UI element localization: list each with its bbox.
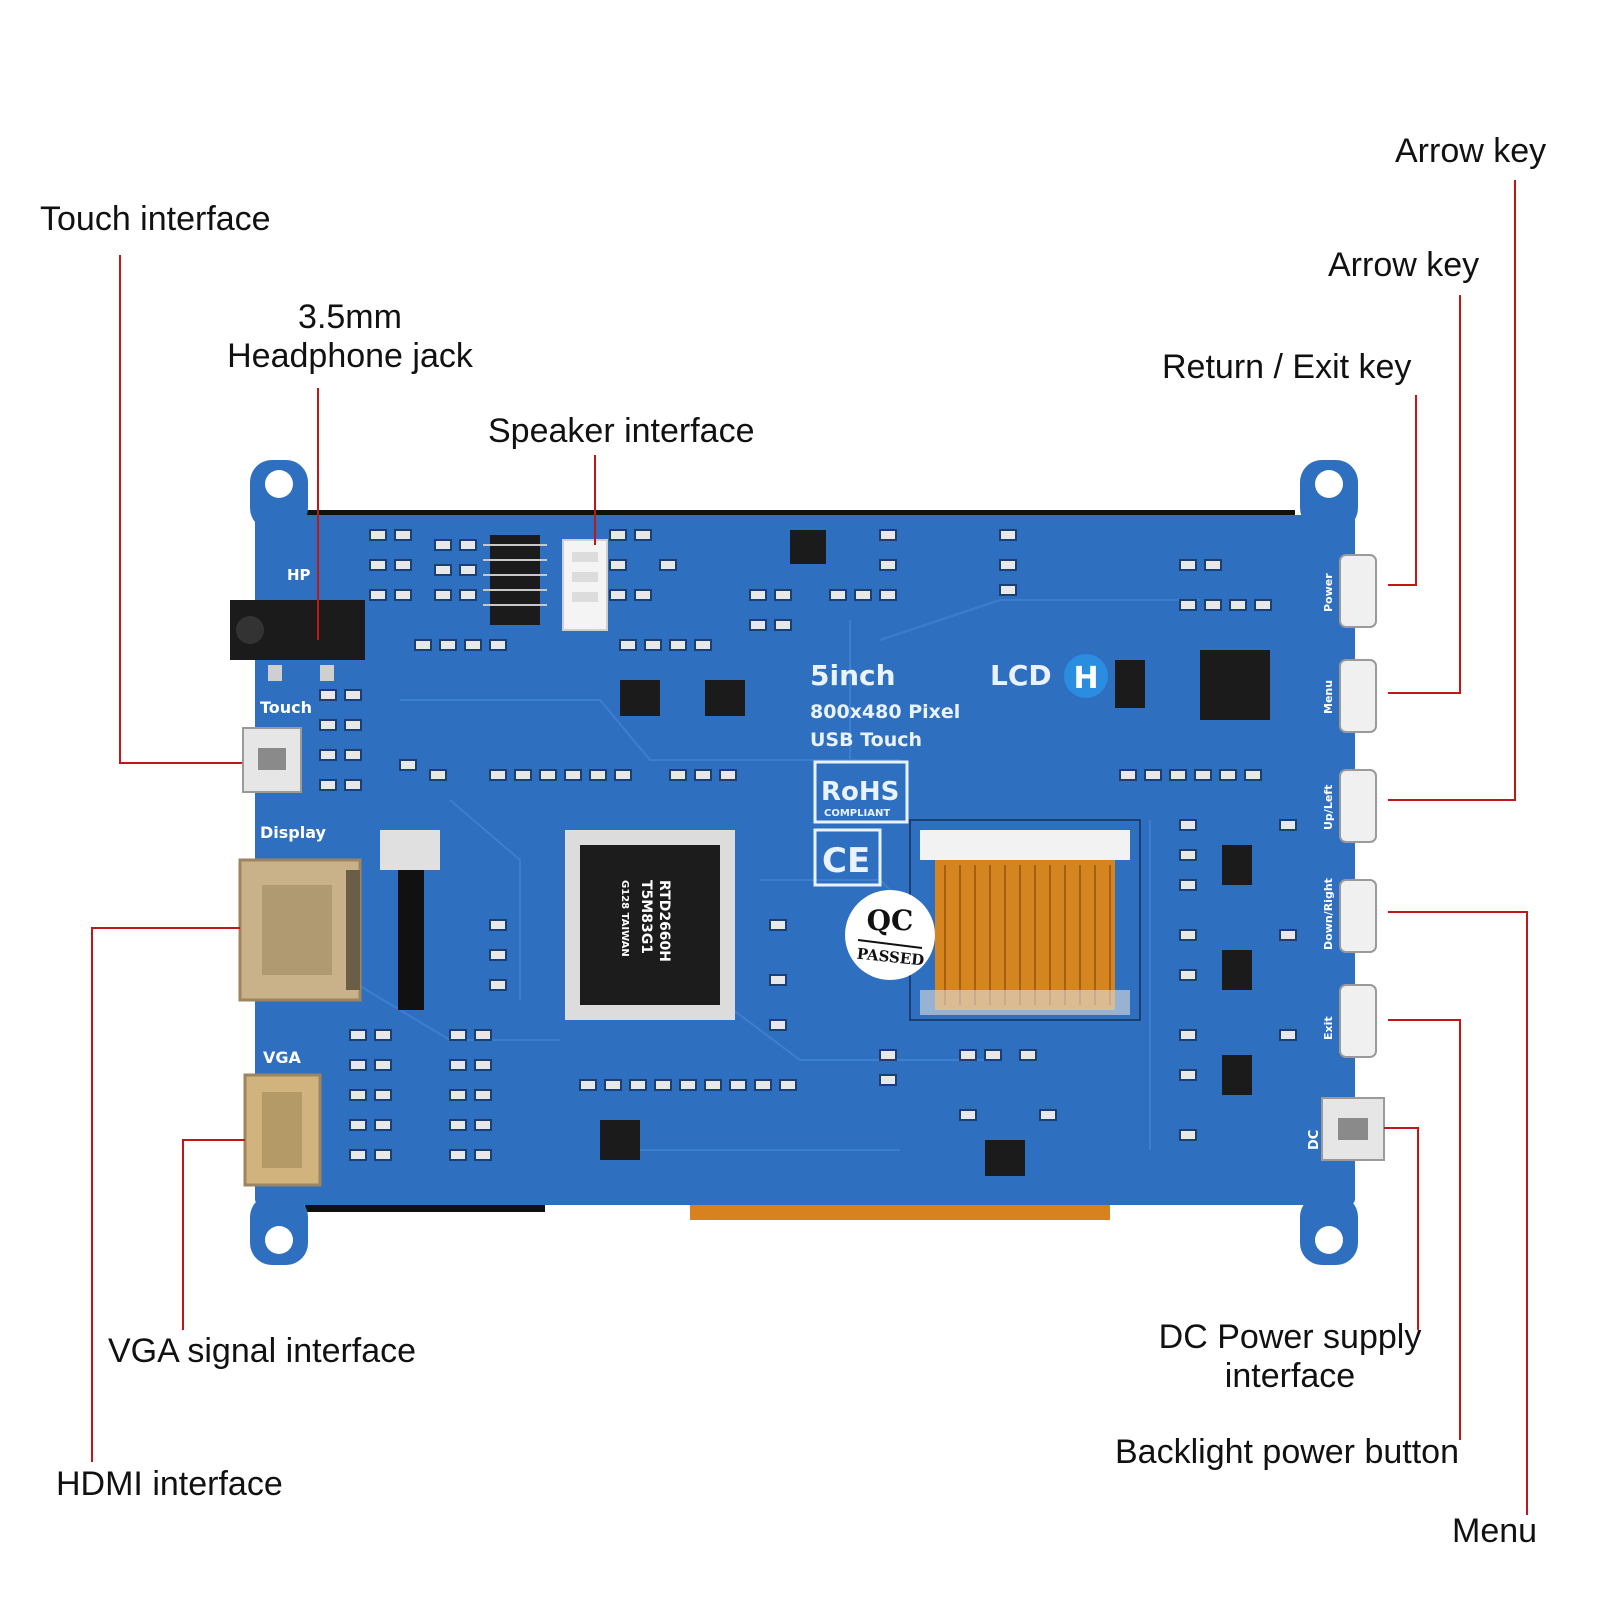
chip-text-line2: T5M83G1 bbox=[638, 880, 654, 954]
headphone-jack bbox=[230, 600, 365, 681]
label-backlight-power-button: Backlight power button bbox=[1115, 1433, 1459, 1471]
label-dc-line2: interface bbox=[1224, 1357, 1356, 1396]
ic-eeprom-2 bbox=[705, 680, 745, 716]
label-menu: Menu bbox=[1452, 1512, 1538, 1550]
hdmi-port bbox=[238, 858, 362, 1002]
dc-usb-port bbox=[1321, 1097, 1385, 1161]
rohs-box bbox=[813, 760, 909, 824]
qc-divider bbox=[857, 939, 923, 949]
label-arrow-key-1: Arrow key bbox=[1395, 132, 1547, 170]
label-headphone-line2: Headphone jack bbox=[227, 337, 473, 376]
ce-mark: CE bbox=[822, 841, 870, 881]
ic-misc bbox=[1115, 660, 1145, 708]
pcb-board: RTD2660H T5M83G1 G128 TAIWAN bbox=[230, 460, 1385, 1265]
label-touch-interface: Touch interface bbox=[40, 200, 271, 238]
ce-box bbox=[813, 828, 882, 887]
speaker-connector bbox=[562, 539, 608, 631]
leader-arrow-key-2 bbox=[1388, 295, 1461, 694]
label-arrow-key-2: Arrow key bbox=[1328, 246, 1480, 284]
silk-exit: Exit bbox=[1322, 1016, 1335, 1040]
silk-touch: Touch bbox=[260, 698, 312, 717]
leader-dc bbox=[1384, 1127, 1419, 1330]
board-branding: 5inch 800x480 Pixel USB Touch LCD H RoHS… bbox=[810, 654, 1108, 980]
inductor-2 bbox=[1222, 950, 1252, 990]
silk-display: Display bbox=[260, 823, 327, 842]
qc-sticker-icon bbox=[845, 890, 935, 980]
ic-regulator bbox=[600, 1120, 640, 1160]
leader-menu bbox=[1388, 911, 1528, 1515]
rohs-sub: COMPLIANT bbox=[824, 808, 890, 819]
ic-audio-amp bbox=[490, 535, 540, 625]
silk-power: Power bbox=[1322, 573, 1335, 612]
leader-return-exit bbox=[1388, 395, 1417, 586]
ic-chips bbox=[490, 530, 1270, 1176]
side-buttons bbox=[1339, 554, 1377, 1058]
leader-hdmi bbox=[91, 927, 240, 1462]
display-ffc bbox=[380, 830, 440, 1010]
label-dc-power-interface: DC Power supply interface bbox=[1130, 1318, 1450, 1396]
button-menu-body bbox=[1339, 659, 1377, 733]
label-headphone-jack: 3.5mm Headphone jack bbox=[200, 298, 500, 376]
label-dc-line1: DC Power supply bbox=[1158, 1318, 1422, 1356]
lcd-badge-icon bbox=[1064, 654, 1108, 698]
leader-lines bbox=[91, 180, 1528, 1515]
chip-text-line3: G128 TAIWAN bbox=[619, 880, 630, 957]
label-speaker-interface: Speaker interface bbox=[488, 412, 755, 450]
button-downright-body bbox=[1339, 879, 1377, 953]
silk-menu: Menu bbox=[1322, 680, 1335, 714]
label-return-exit-key: Return / Exit key bbox=[1162, 348, 1412, 386]
inductor-4 bbox=[985, 1140, 1025, 1176]
touch-usb-port bbox=[242, 727, 302, 793]
label-hdmi-interface: HDMI interface bbox=[56, 1465, 283, 1503]
lcd-badge-letter: H bbox=[1073, 661, 1098, 696]
inductor-3 bbox=[1222, 1055, 1252, 1095]
board-touch: USB Touch bbox=[810, 729, 922, 751]
chip-text-line1: RTD2660H bbox=[656, 880, 672, 962]
button-exit-body bbox=[1339, 984, 1377, 1058]
mounting-holes bbox=[265, 470, 1343, 1254]
silk-downright: Down/Right bbox=[1322, 878, 1335, 950]
inductor-1 bbox=[1222, 845, 1252, 885]
button-power-body bbox=[1339, 554, 1377, 628]
main-scaler-chip: RTD2660H T5M83G1 G128 TAIWAN bbox=[565, 830, 735, 1020]
qc-text: QC bbox=[867, 904, 914, 937]
inductor-5 bbox=[790, 530, 826, 564]
label-vga-signal-interface: VGA signal interface bbox=[108, 1332, 417, 1370]
silk-vga: VGA bbox=[263, 1048, 302, 1067]
leader-vga bbox=[182, 1139, 245, 1330]
smd-components bbox=[319, 529, 1297, 1161]
vga-port bbox=[243, 1073, 322, 1187]
silk-hp: HP bbox=[287, 566, 311, 584]
ic-touch-controller bbox=[1200, 650, 1270, 720]
fpc-ribbon bbox=[909, 819, 1141, 1021]
silk-dc: DC bbox=[1307, 1130, 1322, 1150]
leader-arrow-key-1 bbox=[1388, 180, 1516, 801]
silkscreen: HP Touch Display VGA DC Power Menu Up/Le… bbox=[260, 566, 1335, 1150]
ic-eeprom-1 bbox=[620, 680, 660, 716]
board-lcd: LCD bbox=[990, 659, 1052, 692]
board-size: 5inch bbox=[810, 659, 896, 692]
label-headphone-line1: 3.5mm bbox=[298, 298, 402, 336]
leader-touch bbox=[119, 255, 242, 764]
rohs-text: RoHS bbox=[821, 777, 899, 807]
button-upleft-body bbox=[1339, 769, 1377, 843]
silk-upleft: Up/Left bbox=[1322, 785, 1335, 830]
leader-backlight bbox=[1388, 1019, 1461, 1440]
ic-pins bbox=[483, 544, 547, 606]
board-resolution: 800x480 Pixel bbox=[810, 701, 960, 723]
